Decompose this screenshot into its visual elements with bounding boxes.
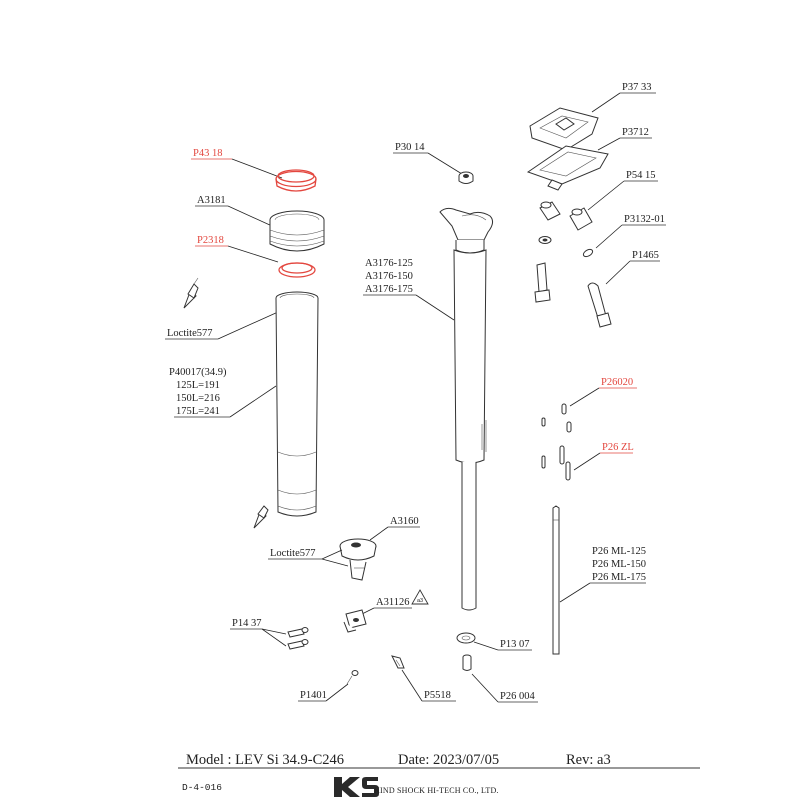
- part-p5518-spring: [391, 655, 405, 669]
- label-175l: 175L=241: [176, 406, 220, 417]
- part-small-pins: [541, 403, 572, 481]
- part-a3160-head: [339, 538, 377, 581]
- label-a31126: A31126: [376, 597, 409, 608]
- company-name: KIND SHOCK HI-TECH CO., LTD.: [374, 786, 499, 795]
- label-p3132-01: P3132-01: [624, 214, 665, 225]
- label-p26-ml-150: P26 ML-150: [592, 559, 646, 570]
- label-a3176-150: A3176-150: [365, 271, 413, 282]
- callout-p13-07: P13 07: [473, 639, 532, 651]
- label-p54-15: P54 15: [626, 170, 655, 181]
- part-p3132-01-washer: [582, 248, 594, 258]
- revision-badge-text: a3: [417, 598, 423, 604]
- part-p43-18-seal: [275, 169, 317, 192]
- callout-p14-37: P14 37: [230, 618, 287, 647]
- callout-p1465: P1465: [605, 250, 660, 285]
- label-p26-004: P26 004: [500, 691, 535, 702]
- callout-p3132-01: P3132-01: [595, 214, 666, 249]
- doc-code: D-4-016: [182, 782, 222, 793]
- label-p30-14: P30 14: [395, 142, 425, 153]
- callout-p26-zl: P26 ZL: [573, 442, 634, 471]
- loctite-top-symbol: [183, 277, 199, 309]
- label-a3160: A3160: [390, 516, 419, 527]
- part-a3176-stanchion: [439, 207, 494, 611]
- callout-p37-33: P37 33: [591, 82, 656, 113]
- label-p43-18: P43 18: [193, 148, 222, 159]
- callout-loctite-bottom: Loctite577: [268, 548, 349, 567]
- label-p26-ml-125: P26 ML-125: [592, 546, 646, 557]
- part-lower-clamp: [526, 145, 609, 191]
- label-p5518: P5518: [424, 690, 451, 701]
- callout-p40017: P40017(34.9) 125L=191 150L=216 175L=241: [169, 367, 277, 418]
- title-block: Model : LEV Si 34.9-C246 Date: 2023/07/0…: [178, 752, 700, 769]
- callout-loctite-top: Loctite577: [165, 311, 279, 340]
- callout-p5518: P5518: [401, 669, 456, 702]
- part-p26-004-pin: [462, 654, 472, 671]
- part-a31126-actuator: [343, 609, 367, 633]
- callout-p26020: P26020: [569, 377, 637, 407]
- part-top-clamp: [529, 107, 599, 151]
- label-p3712: P3712: [622, 127, 649, 138]
- revision-text: Rev: a3: [566, 752, 611, 768]
- callout-p54-15: P54 15: [587, 170, 658, 211]
- model-text: Model : LEV Si 34.9-C246: [186, 752, 344, 768]
- callout-p30-14: P30 14: [393, 142, 463, 175]
- callout-a3160: A3160: [369, 516, 420, 541]
- ks-logo: KS: [334, 777, 379, 797]
- callout-p1401: P1401: [298, 683, 349, 702]
- part-p1401-cable: [346, 670, 359, 685]
- label-a3181: A3181: [197, 195, 226, 206]
- label-p2318: P2318: [197, 235, 224, 246]
- part-p30-14-nut: [458, 171, 474, 184]
- callout-p3712: P3712: [597, 127, 652, 151]
- label-p1401: P1401: [300, 690, 327, 701]
- callout-p26-ml: P26 ML-125 P26 ML-150 P26 ML-175: [559, 546, 646, 603]
- label-loctite-top: Loctite577: [167, 328, 213, 339]
- footer-strip: D-4-016 KS KIND SHOCK HI-TECH CO., LTD.: [182, 777, 499, 797]
- callout-p2318: P2318: [195, 235, 279, 263]
- part-p54-15-barrels: [538, 201, 593, 244]
- label-p40017: P40017(34.9): [169, 367, 227, 378]
- callout-p26-004: P26 004: [471, 673, 538, 703]
- label-p26-zl: P26 ZL: [602, 442, 634, 453]
- part-a3181-collar: [269, 210, 325, 252]
- part-p40017-outer-tube: [275, 291, 319, 517]
- label-p13-07: P13 07: [500, 639, 529, 650]
- loctite-bottom-symbol: [253, 505, 269, 529]
- part-p14-37-screws: [287, 627, 309, 650]
- label-p26-ml-175: P26 ML-175: [592, 572, 646, 583]
- label-loctite-bottom: Loctite577: [270, 548, 316, 559]
- label-p14-37: P14 37: [232, 618, 261, 629]
- date-text: Date: 2023/07/05: [398, 752, 499, 768]
- part-p1465-bolts: [534, 262, 612, 328]
- label-a3176-175: A3176-175: [365, 284, 413, 295]
- label-150l: 150L=216: [176, 393, 220, 404]
- label-p26020: P26020: [601, 377, 633, 388]
- logo-text: KS: [355, 789, 357, 791]
- callout-a31126: A31126: [361, 597, 412, 615]
- callout-p43-18: P43 18: [191, 148, 283, 179]
- callout-a3181: A3181: [195, 195, 273, 227]
- part-p26-ml-rod: [552, 505, 560, 655]
- label-125l: 125L=191: [176, 380, 220, 391]
- revision-triangle-badge: a3: [411, 589, 429, 605]
- label-p37-33: P37 33: [622, 82, 651, 93]
- label-p1465: P1465: [632, 250, 659, 261]
- part-p13-07-washer: [456, 632, 476, 644]
- part-p2318-oring: [278, 262, 316, 278]
- label-a3176-125: A3176-125: [365, 258, 413, 269]
- callout-a3176: A3176-125 A3176-150 A3176-175: [363, 258, 455, 321]
